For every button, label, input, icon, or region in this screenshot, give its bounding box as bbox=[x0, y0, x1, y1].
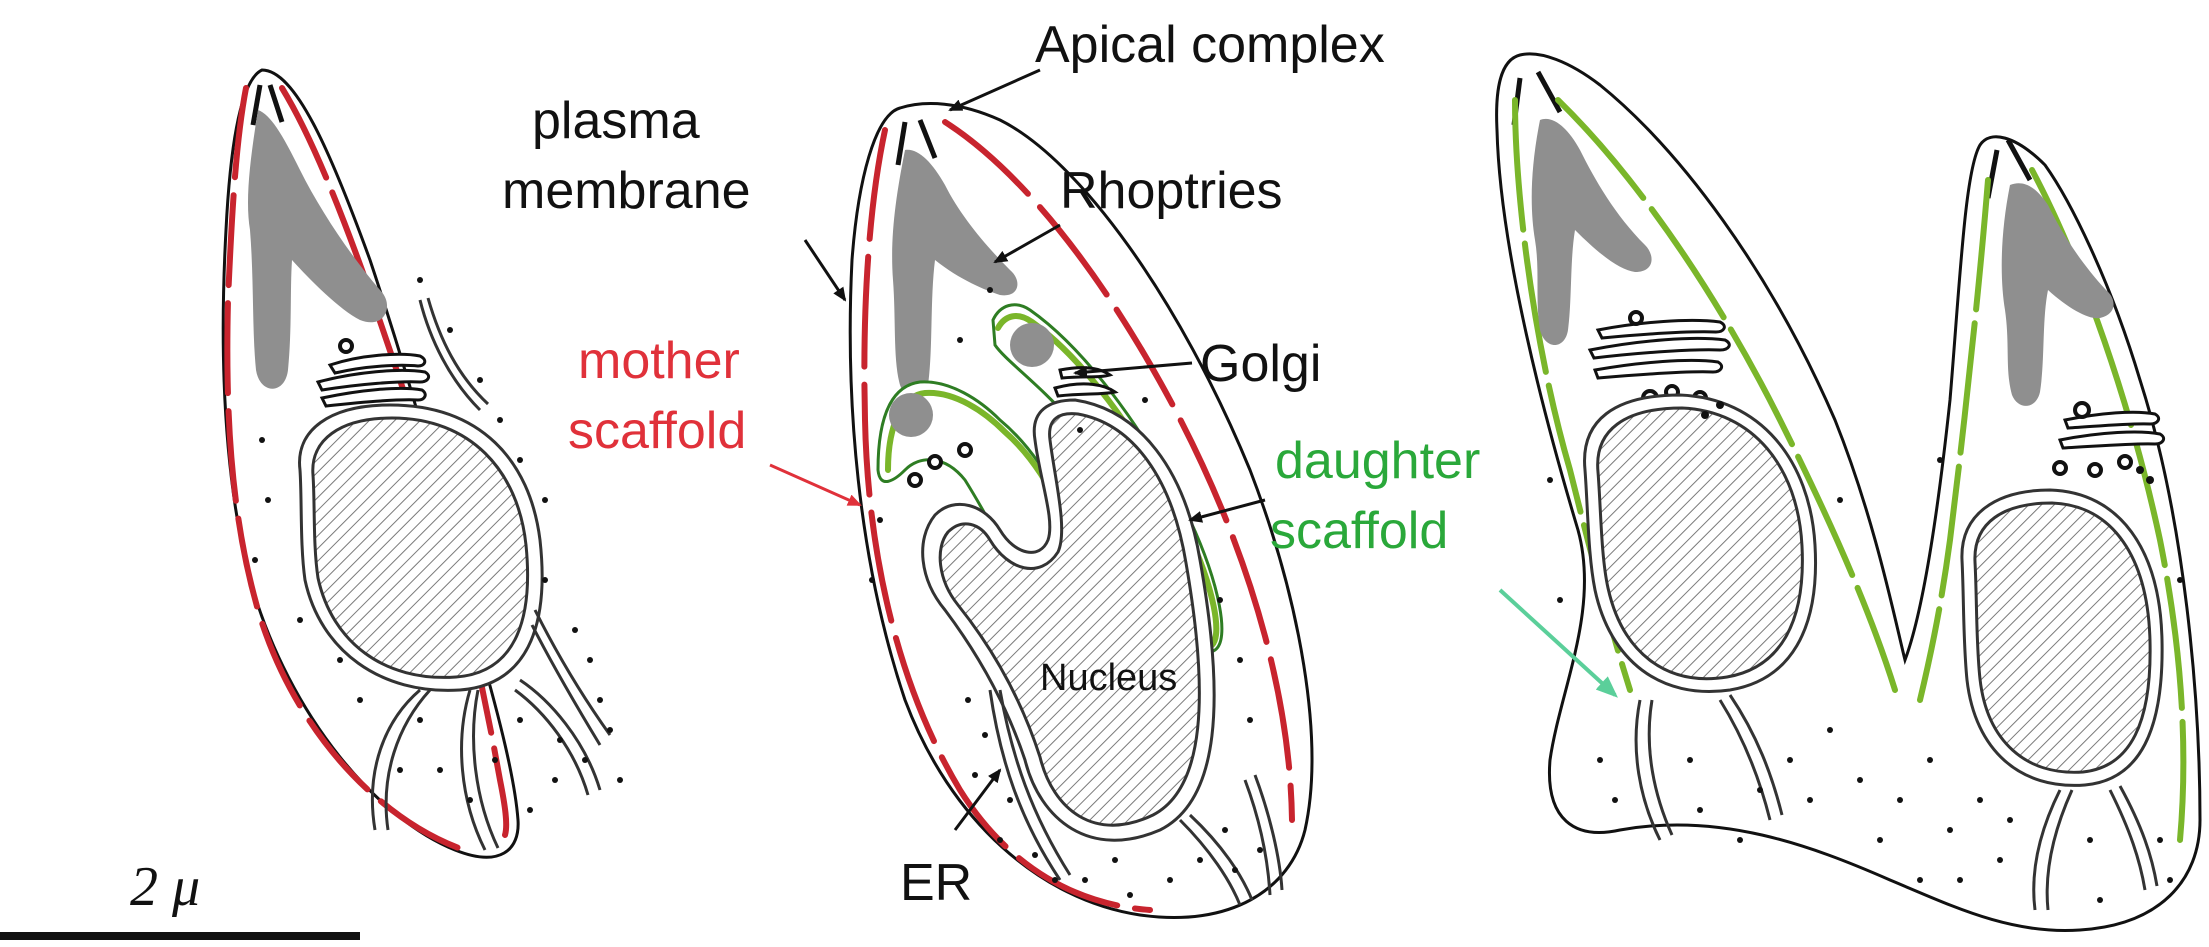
cell-2-daughter-rhoptry-left bbox=[889, 393, 933, 437]
label-rhoptries: Rhoptries bbox=[1060, 162, 1283, 220]
arrow-plasma-membrane bbox=[805, 240, 845, 300]
scale-bar: 2 μ bbox=[0, 856, 360, 940]
scale-bar-label: 2 μ bbox=[130, 856, 200, 918]
arrow-apical-complex bbox=[950, 70, 1040, 110]
label-daughter: daughter bbox=[1275, 432, 1480, 490]
arrow-mother-scaffold bbox=[770, 465, 860, 505]
label-mother: mother bbox=[578, 332, 740, 390]
label-daughter-scaffold: scaffold bbox=[1270, 502, 1448, 560]
cell-early-daughter-budding bbox=[850, 104, 1312, 918]
label-apical-complex: Apical complex bbox=[1035, 16, 1385, 74]
scale-bar-line bbox=[0, 932, 360, 940]
label-plasma: plasma bbox=[532, 92, 700, 150]
label-nucleus: Nucleus bbox=[1040, 657, 1177, 699]
label-mother-scaffold: scaffold bbox=[568, 402, 746, 460]
cell-late-daughter-budding bbox=[1497, 54, 2200, 931]
cell-3-nucleus-right bbox=[1975, 503, 2150, 772]
cell-2-daughter-rhoptry-right bbox=[1010, 323, 1054, 367]
label-membrane: membrane bbox=[502, 162, 751, 220]
label-golgi: Golgi bbox=[1200, 335, 1321, 393]
label-er: ER bbox=[900, 854, 972, 912]
